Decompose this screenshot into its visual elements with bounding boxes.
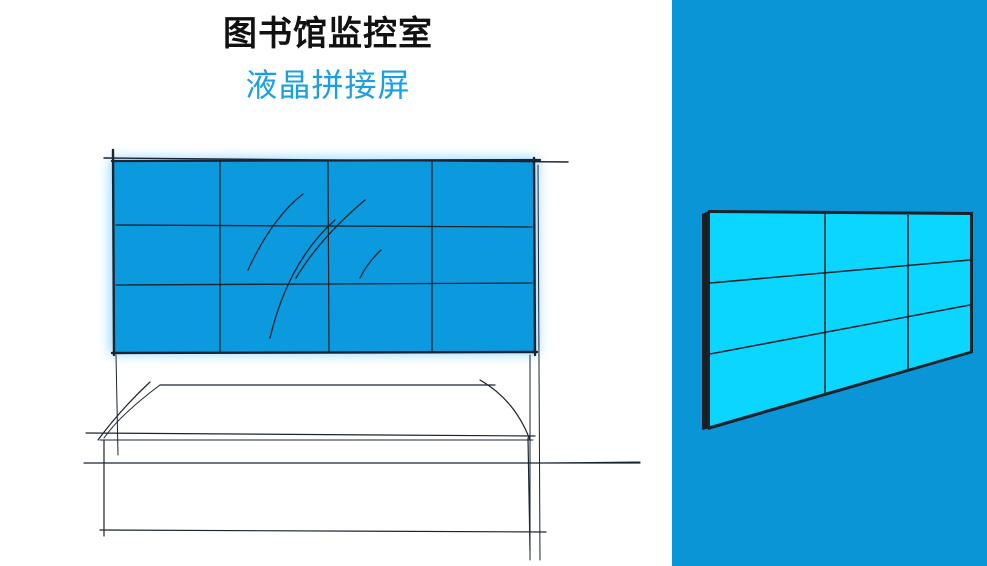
- page-title: 图书馆监控室: [223, 14, 433, 54]
- video-wall-product: [702, 210, 973, 430]
- monitoring-room-sketch: [83, 148, 641, 561]
- panel-seams: [709, 214, 971, 393]
- panel-screen: [710, 213, 970, 426]
- page-subtitle: 液晶拼接屏: [245, 66, 411, 104]
- video-wall: [114, 160, 534, 353]
- video-wall-grid: [83, 148, 641, 561]
